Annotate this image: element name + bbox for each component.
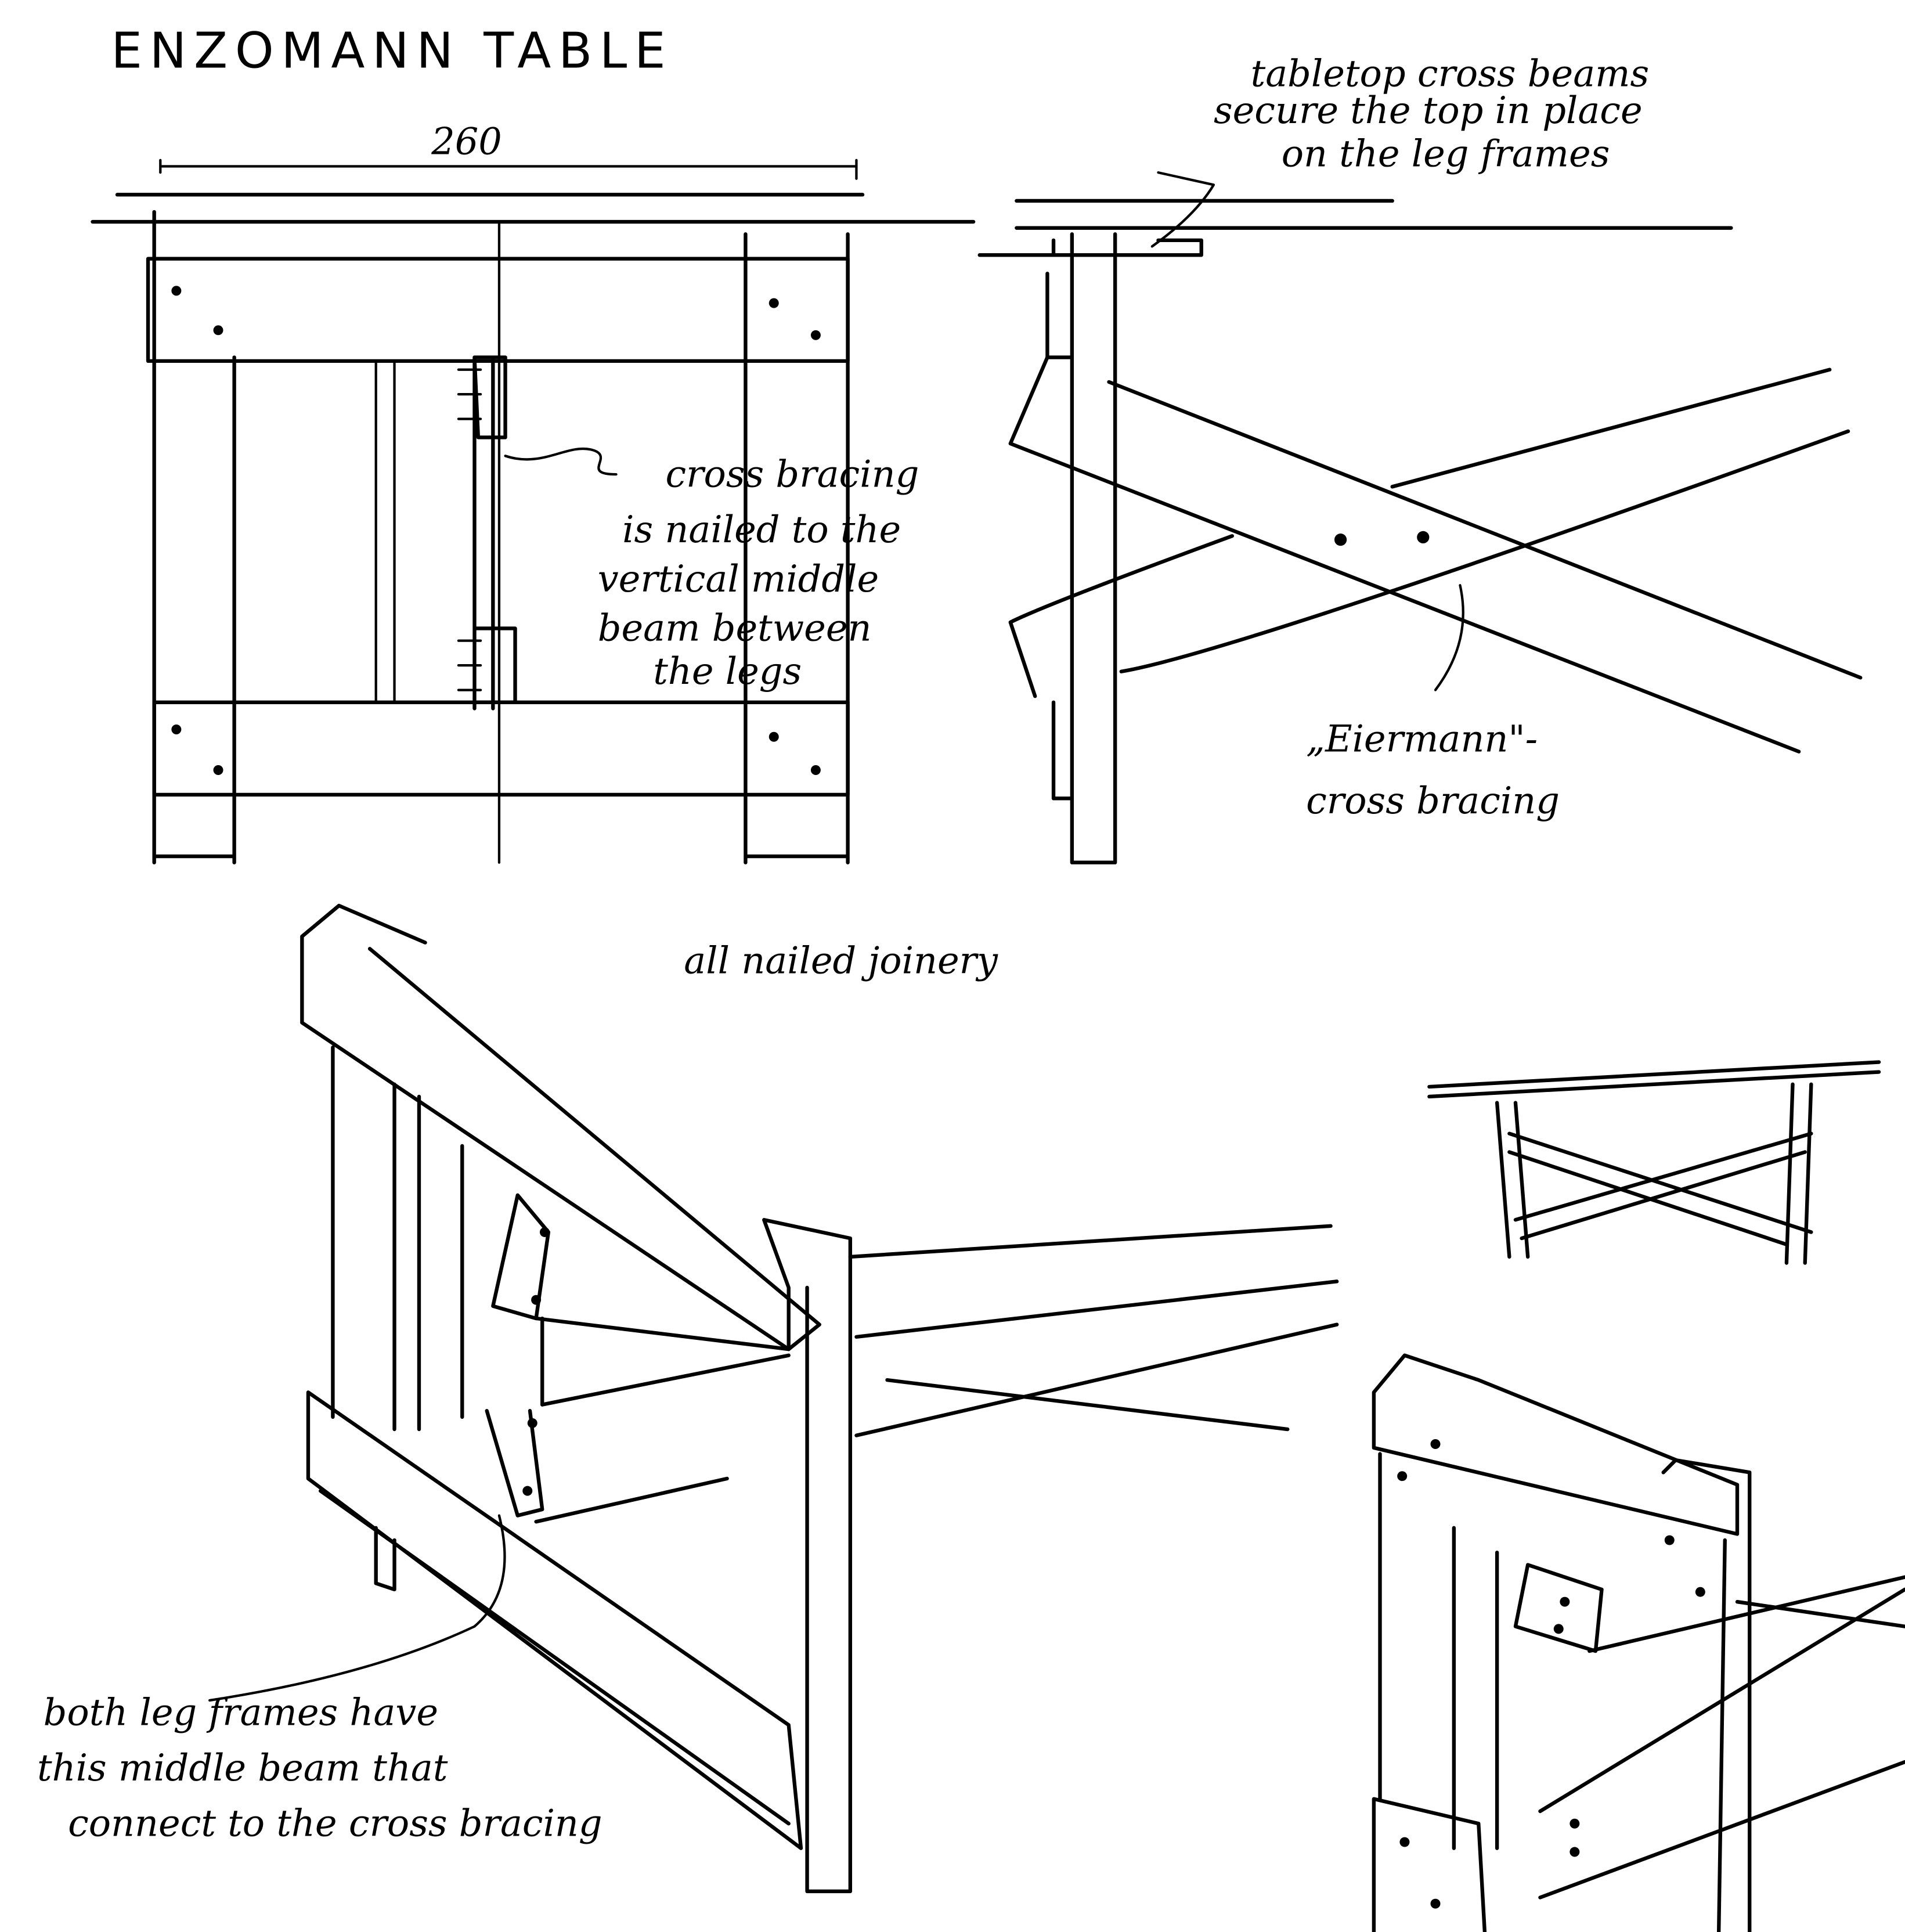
sketch-title: ENZOMANN TABLE [111,23,673,80]
small-side-sketch [1427,1060,1881,1265]
note-joinery: all nailed joinery [684,940,998,983]
note-cross-bracing: cross bracing is nailed to the vertical … [598,453,931,693]
dimension-label: 260 [431,120,502,163]
detail-perspective-sketch [1372,1353,1905,1932]
note-eiermann: „Eiermann"- cross bracing [1306,718,1560,823]
front-view [91,158,976,864]
side-view [977,171,1863,864]
note-tabletop: tabletop cross beams secure the top in p… [1214,53,1661,176]
note-leg-frames: both leg frames have this middle beam th… [37,1691,602,1845]
perspective-view [208,903,1339,1894]
